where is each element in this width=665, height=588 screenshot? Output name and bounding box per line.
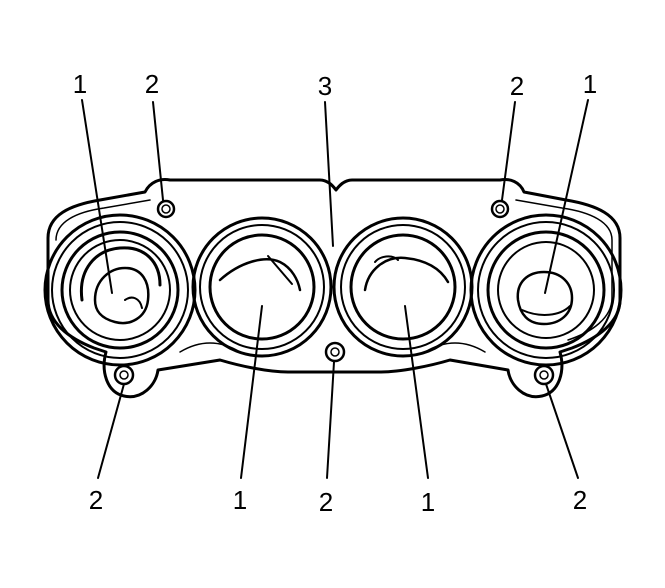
port-1-left (43, 213, 197, 367)
callout-bot-1-left: 1 (233, 485, 247, 515)
callout-top-1-left: 1 (73, 69, 87, 99)
callout-bot-2-mid: 2 (319, 487, 333, 517)
callout-top-2-right: 2 (510, 71, 524, 101)
leader-bot-2-mid (326, 361, 335, 479)
leader-top-1-left (81, 99, 113, 294)
bolt-hole-bottom-left (113, 364, 135, 386)
leader-lines (81, 99, 589, 479)
leader-top-2-left (152, 101, 164, 201)
port-2-center-left (191, 216, 333, 358)
callout-top-2-left: 2 (145, 69, 159, 99)
leader-top-2-right (501, 101, 516, 201)
leader-top-1-right (544, 99, 589, 294)
bolt-hole-top-right (490, 199, 510, 219)
port-3-center-right (332, 216, 474, 358)
leader-bot-2-right (545, 383, 579, 479)
callout-bot-2-left: 2 (89, 485, 103, 515)
leader-bot-2-left (97, 383, 125, 479)
bolt-hole-top-left (156, 199, 176, 219)
leader-bot-1-right (404, 305, 429, 479)
bolt-hole-bottom-center (324, 341, 346, 363)
gasket-inner-edge (55, 199, 613, 341)
callout-bot-1-right: 1 (421, 487, 435, 517)
leader-top-3 (324, 101, 334, 247)
gasket-outline (46, 178, 622, 399)
callout-top-3: 3 (318, 71, 332, 101)
bolt-hole-bottom-right (533, 364, 555, 386)
leader-bot-1-left (240, 305, 263, 479)
callout-top-1-right: 1 (583, 69, 597, 99)
callout-bot-2-right: 2 (573, 485, 587, 515)
